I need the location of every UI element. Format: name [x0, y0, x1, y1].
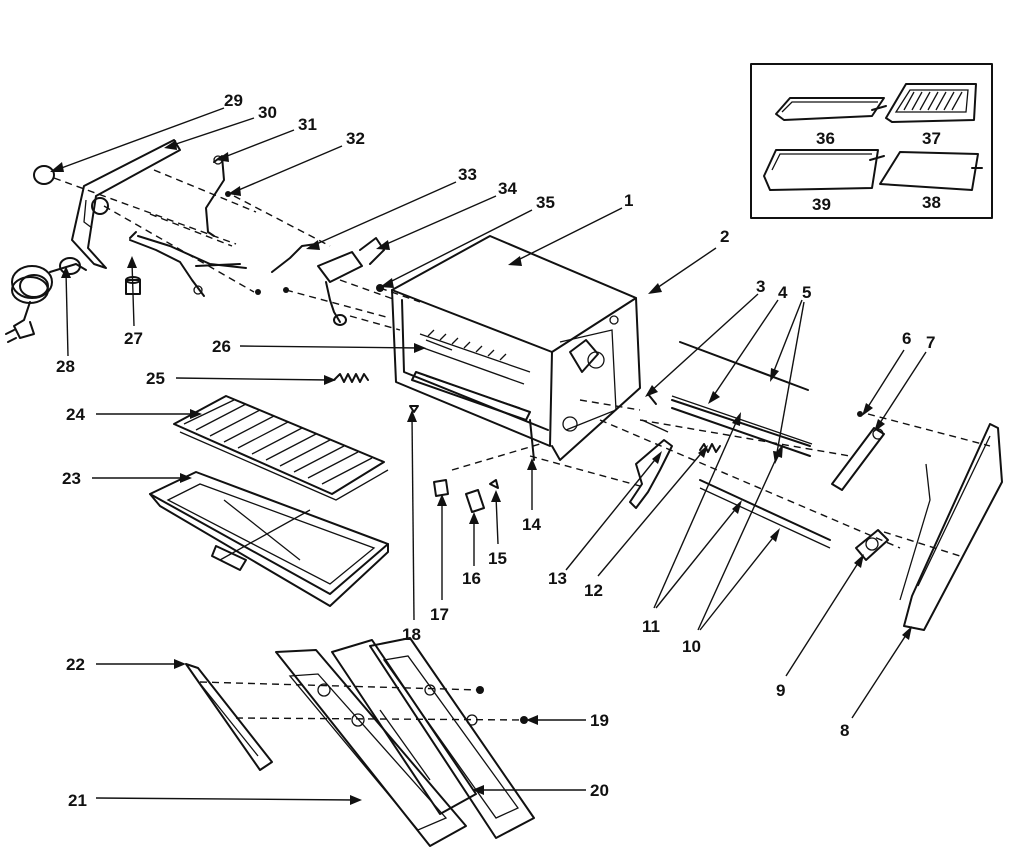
callout-5: 5 [802, 283, 811, 302]
part-14-bracket [529, 419, 535, 461]
part-16-knob [465, 489, 485, 513]
part-21-door-frame [275, 649, 467, 847]
part-37-broil-pan [885, 83, 977, 123]
accessories-inset [750, 63, 993, 219]
part-12-spring [699, 443, 721, 453]
part-3-screw [647, 393, 657, 405]
part-32-screws [225, 191, 289, 295]
callout-1: 1 [624, 191, 633, 210]
part-38-crumb-tray [879, 151, 983, 191]
part-34-thermostat [271, 237, 385, 326]
callout-29: 29 [224, 91, 243, 110]
door-glass [331, 639, 477, 815]
part-7-lever [831, 427, 885, 491]
callout-2: 2 [720, 227, 729, 246]
part-31-bracket [205, 155, 225, 237]
callout-22: 22 [66, 655, 85, 674]
part-18-screw [409, 405, 419, 413]
callout-23: 23 [62, 469, 81, 488]
callout-33: 33 [458, 165, 477, 184]
callout-labels: 29 30 31 32 33 34 35 1 2 3 4 5 6 7 8 9 1… [56, 91, 941, 810]
callout-17: 17 [430, 605, 449, 624]
callout-16: 16 [462, 569, 481, 588]
callout-19: 19 [590, 711, 609, 730]
part-26-heating-element [425, 339, 453, 351]
part-11-rods [671, 395, 813, 457]
callout-27: 27 [124, 329, 143, 348]
callout-3: 3 [756, 277, 765, 296]
callout-15: 15 [488, 549, 507, 568]
part-24-oven-rack [173, 395, 389, 501]
leader-lines [50, 107, 927, 805]
callout-18: 18 [402, 625, 421, 644]
callout-37: 37 [922, 129, 941, 148]
part-22-handle [185, 663, 273, 771]
callout-4: 4 [778, 283, 788, 302]
callout-36: 36 [816, 129, 835, 148]
part-23-bake-pan [149, 471, 389, 607]
callout-31: 31 [298, 115, 317, 134]
callout-24: 24 [66, 405, 85, 424]
callout-6: 6 [902, 329, 911, 348]
part-36-baking-pan [775, 97, 887, 121]
callout-30: 30 [258, 103, 277, 122]
part-28-power-cord [5, 257, 87, 343]
part-19-screws [476, 686, 528, 724]
part-30-rear-panel [71, 139, 181, 269]
callout-21: 21 [68, 791, 87, 810]
part-17-knob [433, 479, 449, 497]
callout-34: 34 [498, 179, 517, 198]
part-15-screw [489, 479, 499, 489]
part-1-outer-cabinet [391, 235, 641, 461]
part-25-spring [333, 373, 369, 383]
part-6-screw [857, 411, 863, 417]
callout-11: 11 [642, 617, 660, 636]
part-10-rod [699, 479, 831, 549]
callout-39: 39 [812, 195, 831, 214]
assembly-lines [53, 169, 991, 721]
callout-9: 9 [776, 681, 785, 700]
callout-8: 8 [840, 721, 849, 740]
part-13-door-hinge [629, 419, 673, 509]
callout-26: 26 [212, 337, 231, 356]
part-29-knob [33, 165, 55, 185]
part-5-rod [679, 341, 809, 391]
callout-28: 28 [56, 357, 75, 376]
part-9-lever [855, 529, 889, 561]
inset-frame [750, 63, 993, 219]
callout-12: 12 [584, 581, 603, 600]
callout-25: 25 [146, 369, 165, 388]
callout-32: 32 [346, 129, 365, 148]
callout-35: 35 [536, 193, 555, 212]
callout-20: 20 [590, 781, 609, 800]
part-8-door [899, 423, 1003, 631]
callout-7: 7 [926, 333, 935, 352]
callout-14: 14 [522, 515, 541, 534]
callout-10: 10 [682, 637, 701, 656]
callout-13: 13 [548, 569, 567, 588]
callout-38: 38 [922, 193, 941, 212]
part-39-deep-pan [763, 149, 885, 191]
